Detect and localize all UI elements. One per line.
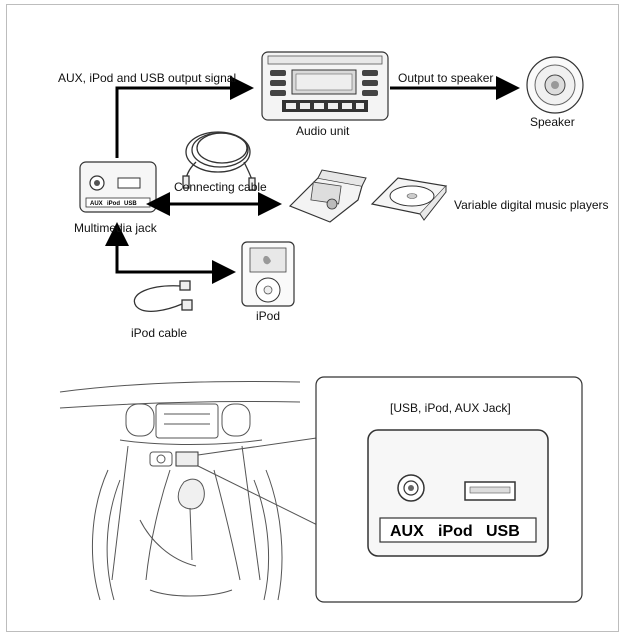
connecting-cable-label: Connecting cable: [174, 180, 267, 194]
jack-panel-ipod-label: iPod: [438, 523, 473, 540]
dashboard-sketch: [59, 380, 301, 601]
multimedia-jack-illustration: AUX iPod USB: [79, 161, 157, 213]
jack-panel-aux-label: AUX: [390, 523, 424, 540]
small-jack-aux-label: AUX: [90, 201, 103, 207]
connecting-cable-illustration: [182, 131, 256, 191]
audio-unit-illustration: [261, 51, 389, 121]
output-to-speaker-label: Output to speaker: [398, 71, 494, 85]
ipod-link-arrow: [105, 222, 236, 284]
jack-panel-usb-label: USB: [486, 523, 520, 540]
multimedia-jack-label: Multimedia jack: [74, 221, 157, 235]
speaker-label: Speaker: [530, 115, 575, 129]
ipod-illustration: [241, 241, 295, 307]
ipod-cable-label: iPod cable: [131, 326, 188, 340]
signal-label: AUX, iPod and USB output signal: [58, 71, 237, 85]
audio-unit-label: Audio unit: [296, 124, 350, 138]
jack-panel-illustration: AUX iPod USB: [367, 429, 549, 557]
variable-players-label: Variable digital music players: [454, 198, 609, 212]
small-jack-usb-label: USB: [124, 201, 137, 207]
small-jack-ipod-label: iPod: [107, 201, 120, 207]
signal-arrow: [115, 76, 254, 158]
speaker-illustration: [526, 56, 584, 114]
ipod-label: iPod: [256, 309, 281, 323]
diagram-frame: [6, 4, 619, 632]
ipod-cable-illustration: [133, 280, 193, 312]
music-player-right-illustration: [370, 177, 448, 221]
callout-title: [USB, iPod, AUX Jack]: [390, 401, 511, 415]
music-player-left-illustration: [288, 169, 367, 223]
